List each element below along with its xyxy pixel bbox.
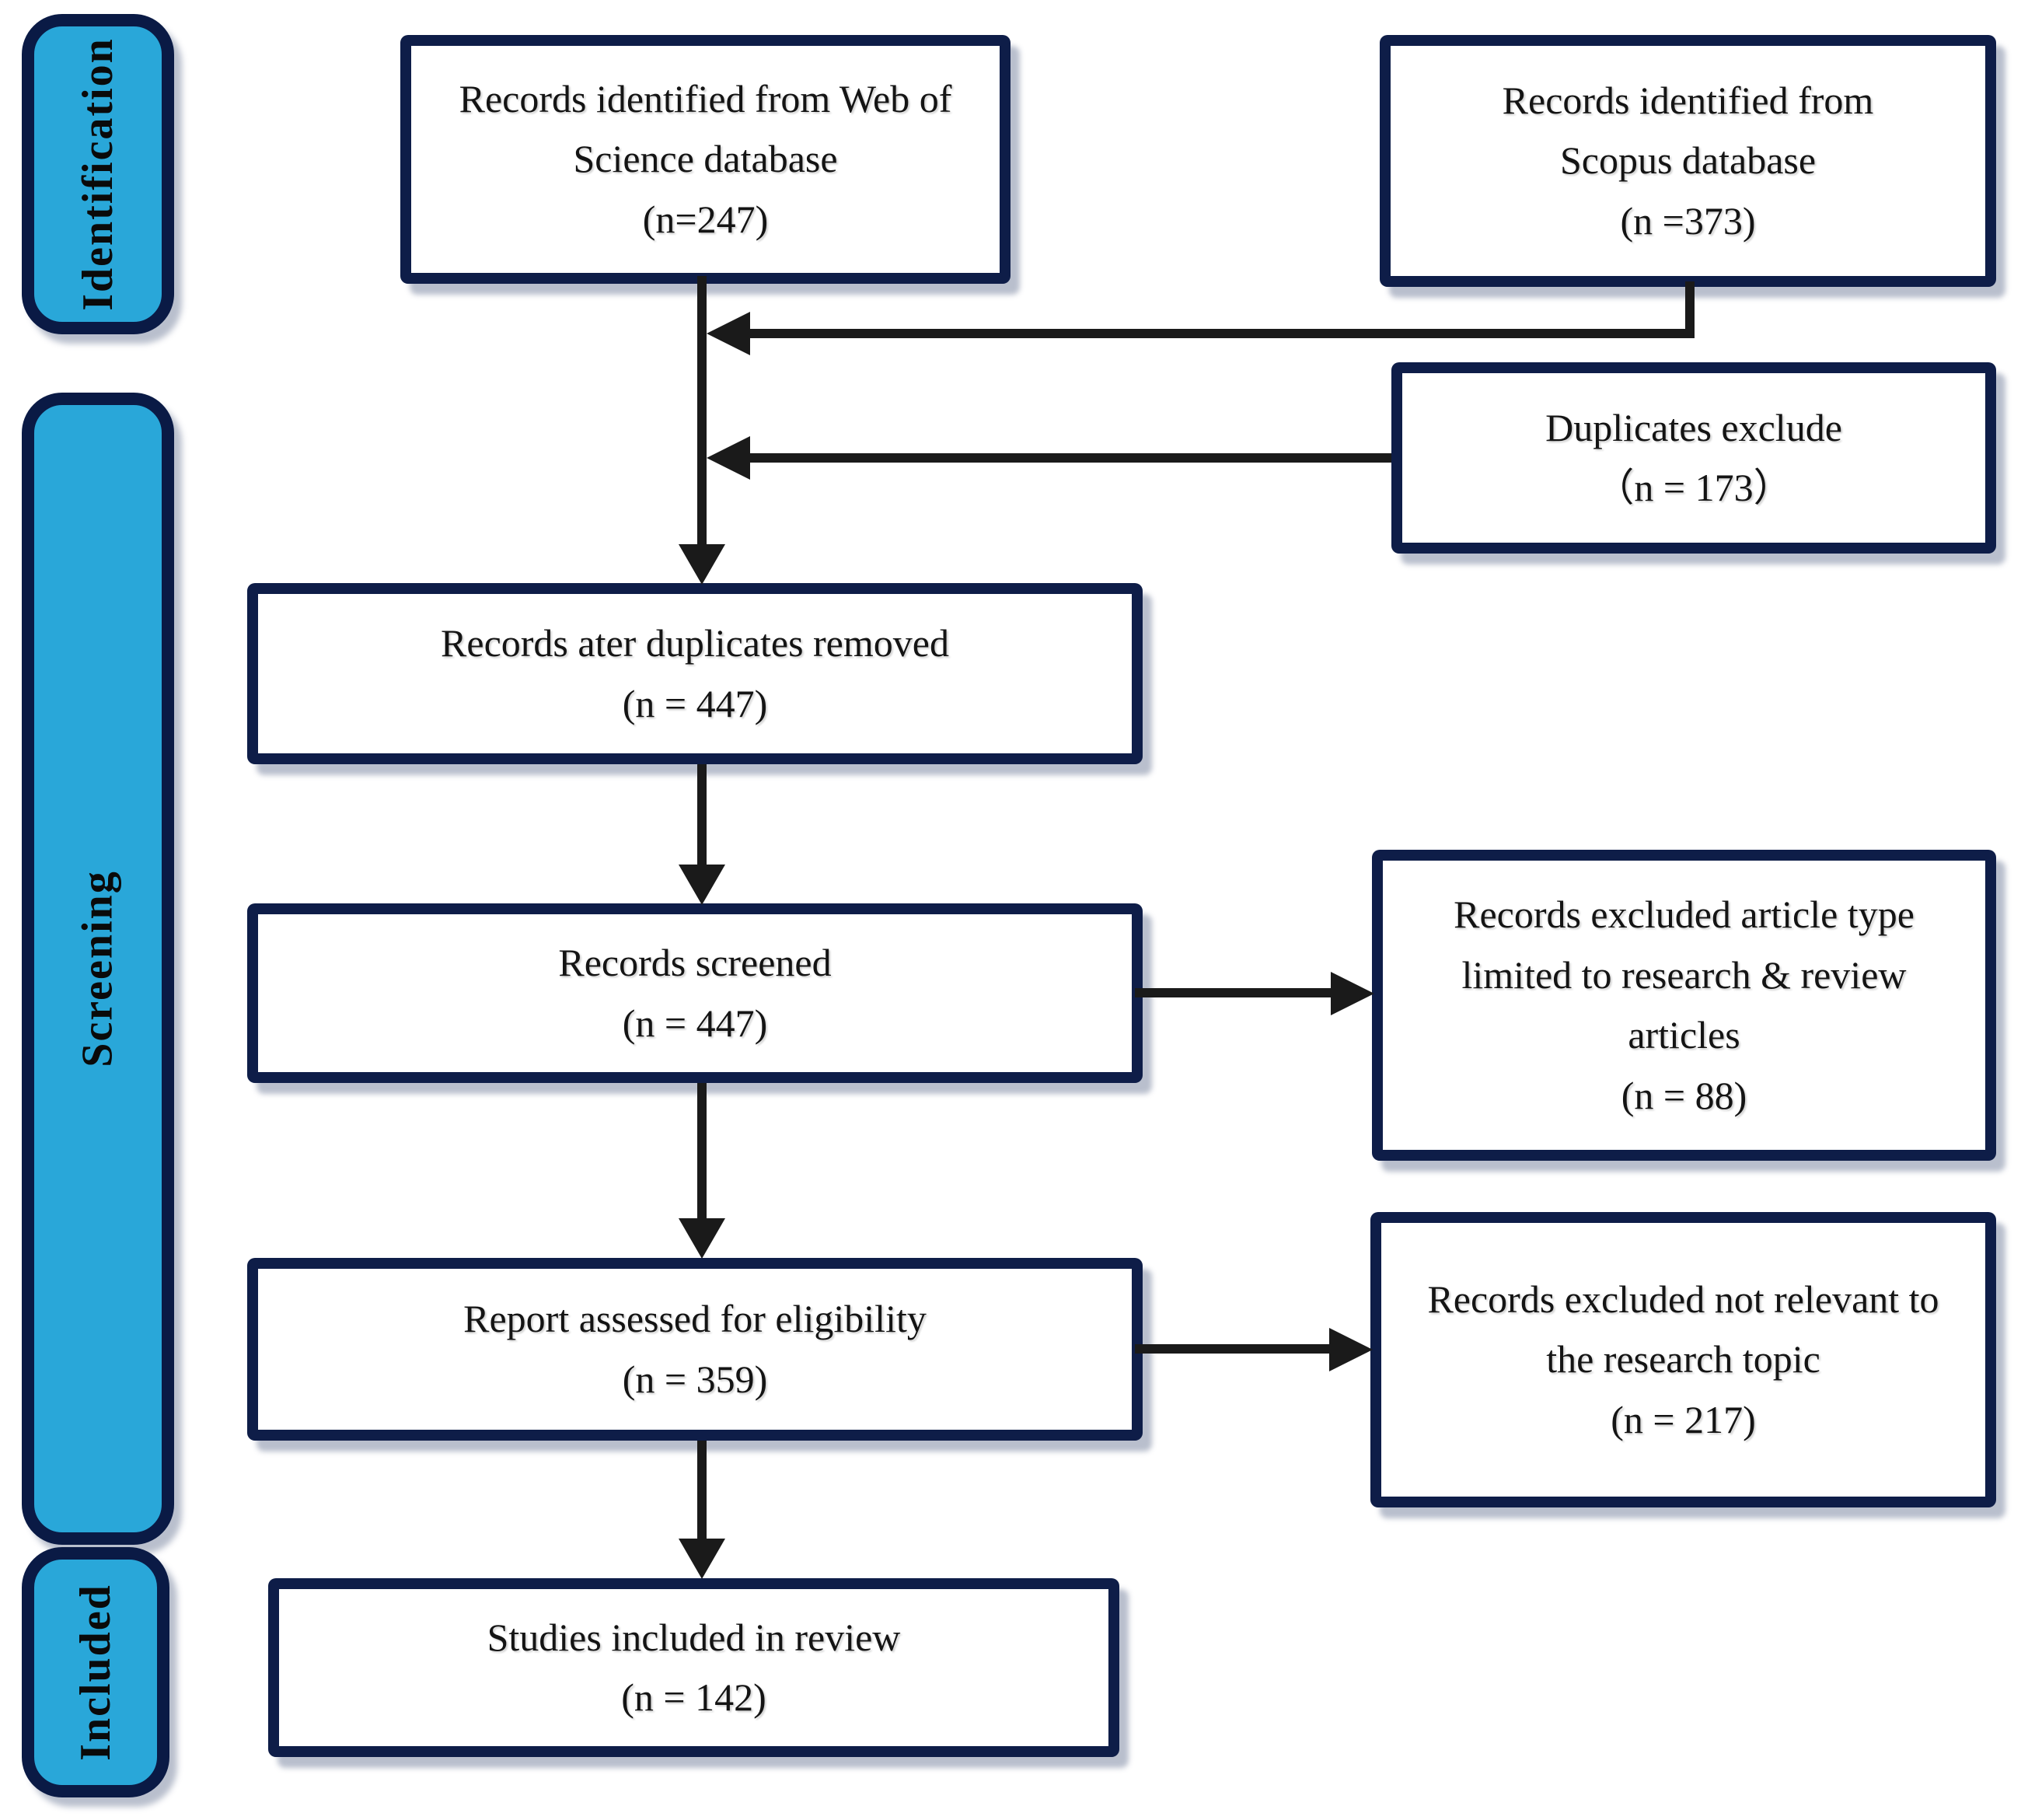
flow-box-studies-included-review: Studies included in review (n = 142)	[268, 1578, 1119, 1757]
flow-box-excluded-article-type-count: (n = 88)	[1621, 1073, 1747, 1117]
connector-eligibility-to-included	[697, 1441, 707, 1542]
flow-box-scopus-label: Records identified from Scopus database	[1502, 78, 1874, 183]
flow-box-eligibility-label: Report assessed for eligibility	[463, 1297, 927, 1340]
flow-box-duplicates-label: Duplicates exclude	[1545, 405, 1842, 449]
flow-box-excluded-not-relevant-label: Records excluded not relevant to the res…	[1427, 1277, 1939, 1382]
arrowhead-down-after-duplicates-icon	[679, 544, 725, 585]
stage-label-identification-text: Identification	[74, 37, 122, 311]
stage-label-screening-text: Screening	[74, 870, 122, 1067]
arrowhead-right-excluded-article-type-icon	[1331, 972, 1374, 1015]
stage-label-included-text: Included	[72, 1584, 120, 1761]
flow-box-excluded-article-type-label: Records excluded article type limited to…	[1454, 893, 1915, 1057]
arrowhead-down-included-icon	[679, 1539, 725, 1579]
arrowhead-down-eligibility-icon	[679, 1218, 725, 1259]
flow-box-excluded-not-relevant: Records excluded not relevant to the res…	[1370, 1212, 1996, 1507]
connector-eligibility-to-excluded-not-relevant	[1135, 1344, 1332, 1354]
flow-box-screened-label: Records screened	[558, 941, 832, 984]
flow-box-records-identified-scopus: Records identified from Scopus database …	[1380, 35, 1996, 287]
connector-after-duplicates-to-screened	[697, 764, 707, 869]
connector-screened-to-excluded-article-type	[1135, 988, 1333, 997]
arrowhead-down-screened-icon	[679, 865, 725, 905]
arrowhead-right-excluded-not-relevant-icon	[1329, 1328, 1373, 1371]
stage-label-identification: Identification	[22, 14, 174, 334]
flow-box-scopus-count: (n =373)	[1620, 198, 1756, 243]
arrowhead-left-duplicates-merge-icon	[707, 436, 750, 480]
connector-scopus-merge	[731, 329, 1695, 338]
flow-box-records-identified-wos: Records identified from Web of Science d…	[400, 35, 1010, 284]
connector-screened-to-eligibility	[697, 1083, 707, 1221]
flow-box-report-assessed-eligibility: Report assessed for eligibility (n = 359…	[247, 1258, 1143, 1441]
flow-box-duplicates-excluded: Duplicates exclude （n = 173）	[1391, 362, 1996, 554]
connector-scopus-stub	[1685, 281, 1695, 338]
flow-box-after-duplicates-count: (n = 447)	[622, 681, 768, 725]
flow-box-eligibility-count: (n = 359)	[622, 1357, 768, 1401]
flow-box-excluded-article-type: Records excluded article type limited to…	[1372, 850, 1996, 1161]
arrowhead-left-scopus-merge-icon	[707, 312, 750, 355]
flow-box-records-screened: Records screened (n = 447)	[247, 903, 1143, 1083]
connector-duplicates-merge	[731, 453, 1391, 463]
flow-box-included-review-label: Studies included in review	[487, 1615, 901, 1659]
flow-box-duplicates-count: （n = 173）	[1595, 466, 1792, 509]
flow-box-records-after-duplicates: Records ater duplicates removed (n = 447…	[247, 583, 1143, 764]
flow-box-screened-count: (n = 447)	[622, 1001, 768, 1045]
flow-box-wos-count: (n=247)	[642, 197, 769, 241]
flow-box-after-duplicates-label: Records ater duplicates removed	[441, 621, 949, 665]
stage-label-screening: Screening	[22, 393, 174, 1545]
flow-box-excluded-not-relevant-count: (n = 217)	[1611, 1397, 1756, 1441]
flow-box-included-review-count: (n = 142)	[621, 1675, 766, 1719]
flow-box-wos-label: Records identified from Web of Science d…	[459, 76, 952, 181]
stage-label-included: Included	[22, 1547, 169, 1797]
connector-wos-to-after-duplicates	[697, 276, 707, 552]
